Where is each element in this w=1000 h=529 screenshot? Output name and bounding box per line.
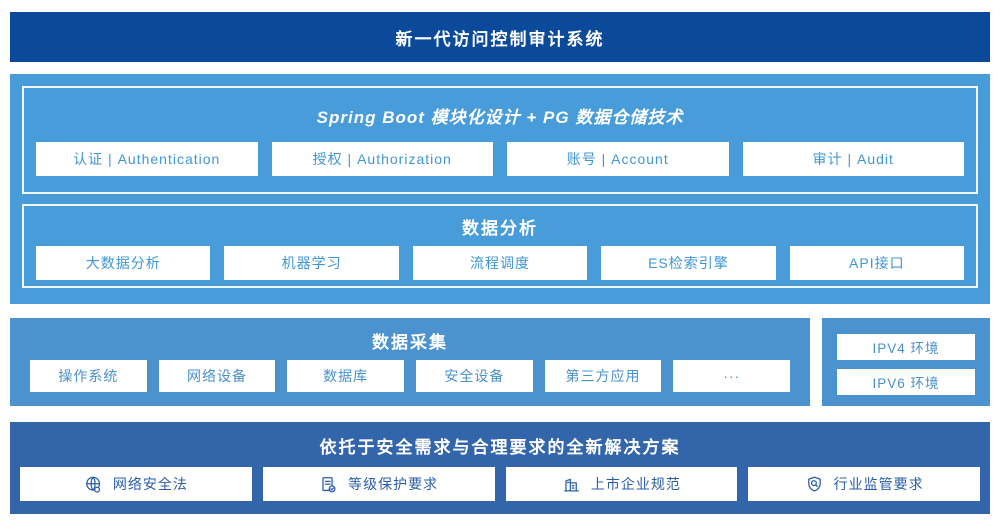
analysis-panel: 数据分析 大数据分析 机器学习 流程调度 ES检索引擎 API接口 [22, 204, 978, 288]
collection-box-ellipsis: ··· [673, 360, 791, 392]
collection-panel: 数据采集 操作系统 网络设备 数据库 安全设备 第三方应用 ··· [10, 318, 810, 406]
solution-label: 等级保护要求 [348, 476, 439, 492]
analysis-panel-title: 数据分析 [462, 219, 538, 238]
solution-label: 行业监管要求 [833, 476, 924, 492]
collection-box-security-device: 安全设备 [416, 360, 533, 392]
solution-box-row: 网络安全法 等级保护要求 [20, 467, 980, 501]
solution-box-listed-company: 上市企业规范 [505, 467, 738, 501]
analysis-box-api: API接口 [789, 246, 965, 280]
modules-panel-title: Spring Boot 模块化设计 + PG 数据仓储技术 [316, 108, 684, 127]
solution-panel: 依托于安全需求与合理要求的全新解决方案 网络安全法 [10, 422, 990, 514]
collection-box-network-device: 网络设备 [158, 360, 276, 392]
solution-title: 依托于安全需求与合理要求的全新解决方案 [319, 438, 681, 457]
system-title: 新一代访问控制审计系统 [395, 29, 605, 49]
collection-title: 数据采集 [372, 333, 448, 352]
solution-label: 网络安全法 [112, 476, 188, 492]
modules-panel: Spring Boot 模块化设计 + PG 数据仓储技术 认证 | Authe… [22, 86, 978, 194]
solution-box-industry-regulation: 行业监管要求 [748, 467, 980, 501]
solution-box-network-security-law: 网络安全法 [20, 467, 252, 501]
shield-search-icon [807, 476, 821, 492]
collection-box-row: 操作系统 网络设备 数据库 安全设备 第三方应用 ··· [30, 360, 791, 392]
globe-icon [86, 476, 100, 493]
analysis-box-es: ES检索引擎 [601, 246, 776, 280]
collection-box-database: 数据库 [287, 360, 405, 392]
analysis-box-row: 大数据分析 机器学习 流程调度 ES检索引擎 API接口 [36, 246, 965, 280]
module-box-authentication: 认证 | Authentication [36, 142, 258, 176]
solution-label: 上市企业规范 [590, 476, 681, 492]
module-box-account: 账号 | Account [507, 142, 729, 176]
document-check-icon [322, 476, 336, 492]
module-box-audit: 审计 | Audit [742, 142, 964, 176]
env-box-ipv6: IPV6 环境 [837, 369, 975, 395]
analysis-box-workflow: 流程调度 [412, 246, 588, 280]
modules-box-row: 认证 | Authentication 授权 | Authorization 账… [36, 142, 964, 176]
platform-stack: Spring Boot 模块化设计 + PG 数据仓储技术 认证 | Authe… [10, 74, 990, 304]
collection-box-thirdparty: 第三方应用 [544, 360, 662, 392]
env-box-ipv4: IPV4 环境 [837, 334, 975, 360]
building-icon [564, 478, 579, 491]
environment-panel: IPV4 环境 IPV6 环境 [822, 318, 990, 406]
module-box-authorization: 授权 | Authorization [271, 142, 493, 176]
analysis-box-bigdata: 大数据分析 [36, 246, 211, 280]
solution-box-classified-protection: 等级保护要求 [262, 467, 495, 501]
analysis-box-ml: 机器学习 [224, 246, 399, 280]
collection-box-os: 操作系统 [30, 360, 147, 392]
system-title-banner: 新一代访问控制审计系统 [10, 12, 990, 62]
